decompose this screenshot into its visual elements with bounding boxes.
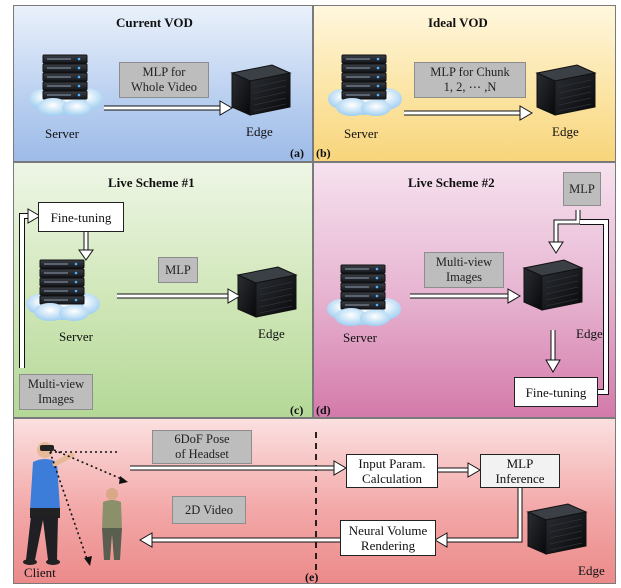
arrow-calc-to-mlp (438, 462, 481, 478)
arrow-edge-to-finetune (545, 330, 561, 373)
multiview-images-box: Multi-view Images (19, 374, 93, 410)
panel-tag: (b) (316, 146, 331, 160)
avatar-figure-icon (102, 488, 122, 560)
vr-user-icon (23, 442, 75, 565)
client-label: Client (24, 565, 56, 580)
panel-title: Live Scheme #2 (408, 175, 495, 190)
edge-label: Edge (552, 124, 579, 139)
edge-label: Edge (246, 124, 273, 139)
mlp-whole-video-box: MLP for Whole Video (119, 62, 209, 98)
panel-title: Live Scheme #1 (108, 175, 195, 190)
arrow-server-to-edge (404, 105, 533, 121)
arrow-mlp-to-render (434, 484, 523, 548)
edge-server-icon (523, 259, 583, 311)
loop-arrow-finetune-to-edge (580, 219, 609, 395)
finetuning-box: Fine-tuning (514, 377, 598, 407)
panel-tag: (d) (316, 403, 331, 417)
arrow-server-to-edge (410, 288, 521, 304)
edge-label: Edge (576, 326, 603, 341)
input-param-calculation-box: Input Param. Calculation (346, 454, 438, 488)
arrow-server-to-edge (117, 288, 241, 304)
edge-server-icon (237, 266, 297, 318)
neural-volume-rendering-box: Neural Volume Rendering (340, 520, 436, 556)
mlp-box: MLP (158, 257, 198, 283)
server-rack-icon (326, 264, 402, 327)
server-label: Server (344, 126, 378, 141)
panel-tag: (e) (305, 570, 319, 584)
server-rack-icon (25, 259, 101, 322)
panel-tag: (a) (290, 146, 304, 160)
finetuning-box: Fine-tuning (38, 202, 124, 232)
arrow-mlp-to-edge (548, 210, 581, 254)
mlp-inference-box: MLP Inference (480, 454, 560, 488)
server-rack-icon (28, 54, 104, 117)
server-label: Server (343, 330, 377, 345)
view-direction-lines (49, 449, 125, 563)
panel-tag: (c) (290, 403, 304, 417)
arrow-finetune-to-server (78, 232, 94, 261)
pose-of-headset-box: 6DoF Pose of Headset (152, 430, 252, 464)
edge-label: Edge (578, 563, 605, 578)
edge-server-icon (536, 64, 596, 116)
arrow-pose-to-calc (130, 460, 347, 476)
arrow-server-to-edge (104, 100, 233, 116)
edge-label: Edge (258, 326, 285, 341)
arrow-render-to-client (139, 532, 340, 548)
edge-server-icon (231, 64, 291, 116)
mlp-chunk-box: MLP for Chunk 1, 2, ⋯ ,N (414, 62, 526, 98)
2d-video-box: 2D Video (172, 496, 246, 524)
loop-arrow-multiview-to-finetune (19, 208, 41, 368)
server-rack-icon (327, 54, 403, 117)
panel-title: Ideal VOD (428, 15, 488, 30)
mlp-box: MLP (563, 172, 601, 206)
panel-title: Current VOD (116, 15, 193, 30)
server-label: Server (59, 329, 93, 344)
multiview-images-box: Multi-view Images (424, 252, 504, 288)
server-label: Server (45, 126, 79, 141)
edge-server-icon (527, 503, 587, 555)
